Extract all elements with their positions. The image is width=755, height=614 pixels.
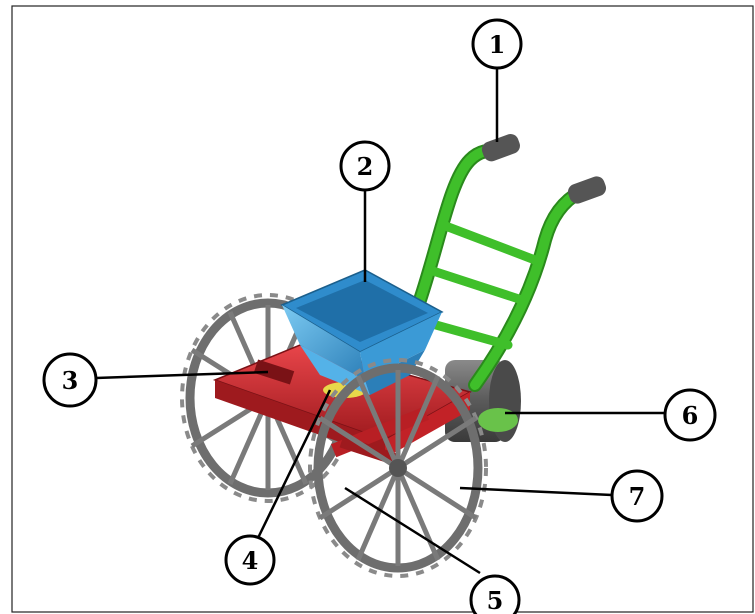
- svg-text:4: 4: [242, 546, 259, 575]
- callout-5: 5: [469, 574, 521, 614]
- svg-text:6: 6: [682, 401, 699, 430]
- leader-lines: [95, 62, 665, 575]
- svg-text:5: 5: [487, 586, 504, 614]
- handle: [413, 144, 587, 392]
- callout-6: 6: [663, 388, 717, 442]
- front-wheel: [308, 358, 488, 578]
- callout-4: 4: [224, 534, 276, 586]
- svg-text:7: 7: [629, 482, 646, 511]
- svg-text:3: 3: [62, 366, 79, 395]
- svg-text:1: 1: [489, 30, 506, 59]
- seed-hopper: [280, 269, 444, 395]
- svg-text:2: 2: [357, 152, 374, 181]
- callout-3: 3: [42, 352, 98, 408]
- callout-1: 1: [471, 18, 523, 70]
- image-border: [11, 5, 754, 613]
- callout-2: 2: [339, 140, 391, 192]
- grips: [481, 134, 607, 204]
- callout-7: 7: [610, 469, 664, 523]
